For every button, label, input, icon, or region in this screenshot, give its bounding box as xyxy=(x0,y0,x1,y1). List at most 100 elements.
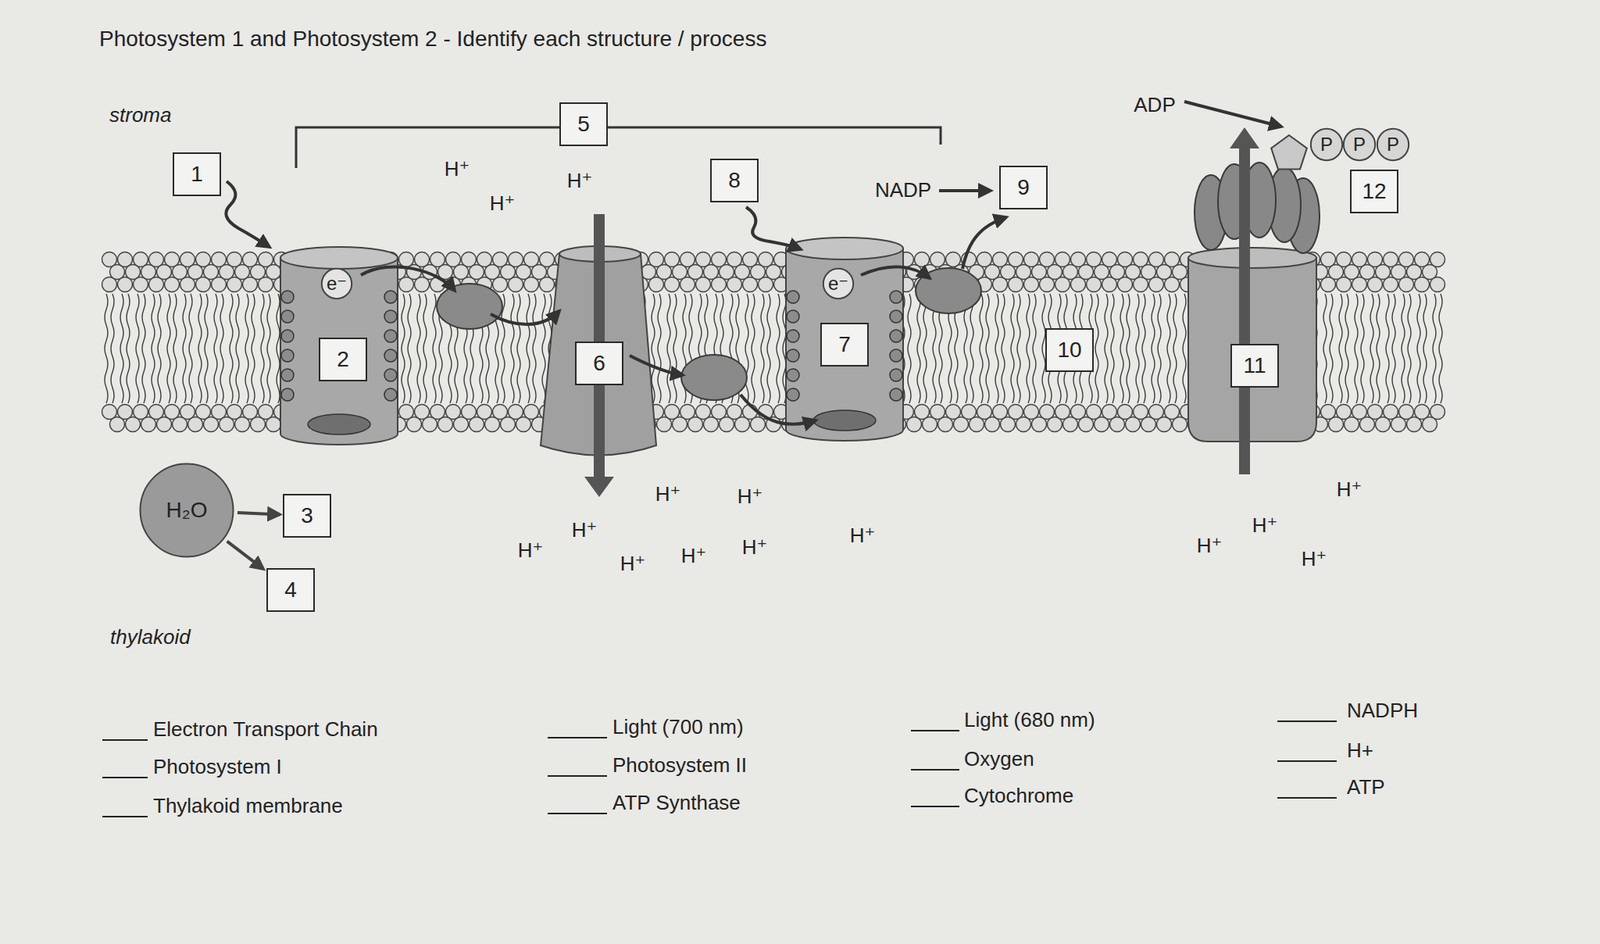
pigment-dot xyxy=(786,310,800,323)
lipid-head xyxy=(1367,277,1383,293)
pigment-dot xyxy=(889,310,903,323)
protein-body xyxy=(1188,257,1317,442)
lipid-tail xyxy=(1385,293,1390,404)
symbol-text: e⁻ xyxy=(326,272,347,295)
lipid-tail xyxy=(1095,293,1099,404)
lipid-tail xyxy=(907,293,911,404)
callout-number: 12 xyxy=(1350,169,1399,214)
symbol-text: e⁻ xyxy=(828,272,849,295)
lipid-head xyxy=(141,417,157,433)
lipid-tail xyxy=(245,293,249,404)
answer-blank xyxy=(910,729,960,732)
lipid-tail xyxy=(517,293,521,404)
answer-blank xyxy=(910,768,960,771)
ion-label: H⁺ xyxy=(1301,546,1328,572)
lipid-tail xyxy=(1345,293,1349,404)
lipid-tail xyxy=(1120,293,1124,404)
lipid-head xyxy=(438,417,454,433)
lipid-tail xyxy=(1126,293,1130,404)
pigment-dot xyxy=(786,368,800,382)
electron-circle: e⁻ xyxy=(321,267,353,300)
lipid-tail xyxy=(267,293,271,404)
lipid-head xyxy=(1407,417,1422,433)
lipid-tail xyxy=(673,293,677,404)
pigment-dot xyxy=(384,368,397,382)
lipid-tail xyxy=(1173,293,1177,404)
lipid-head xyxy=(1336,277,1352,293)
word-bank-term: Photosystem I xyxy=(153,754,283,779)
lipid-head xyxy=(102,277,118,293)
lipid-tail xyxy=(120,293,124,404)
lipid-tail xyxy=(1360,293,1365,404)
lipid-tail xyxy=(745,293,749,404)
answer-blank xyxy=(547,736,608,739)
lipid-head xyxy=(992,277,1008,293)
protein-body xyxy=(280,257,398,445)
lipid-tail xyxy=(220,293,224,404)
lipid-head xyxy=(1360,417,1375,433)
lipid-head xyxy=(1399,277,1415,293)
lipid-head xyxy=(1000,417,1016,433)
callout-text: 8 xyxy=(728,167,741,193)
lipid-tail xyxy=(151,293,155,404)
word-bank-term: Thylakoid membrane xyxy=(153,793,343,818)
ion-label: H⁺ xyxy=(737,484,764,509)
lipid-head xyxy=(680,277,696,293)
callout-number: 6 xyxy=(575,341,624,386)
protein-body xyxy=(785,248,904,441)
lipid-head xyxy=(149,277,165,293)
lipid-head xyxy=(516,417,532,433)
lipid-head xyxy=(1117,277,1133,293)
lipid-head xyxy=(1133,277,1149,293)
pigment-dot xyxy=(281,329,294,343)
lipid-head xyxy=(1086,277,1102,293)
lipid-tail xyxy=(1157,293,1161,404)
lipid-tail xyxy=(1439,293,1443,404)
symbol-text: P xyxy=(1386,133,1400,156)
pigment-dot xyxy=(384,349,397,362)
lipid-tail xyxy=(198,293,202,404)
callout-text: 12 xyxy=(1361,178,1386,204)
callout-text: 11 xyxy=(1242,353,1266,379)
pigment-dot xyxy=(384,310,397,323)
lipid-head xyxy=(742,277,758,293)
lipid-tail xyxy=(917,293,921,404)
word-bank-term: Cytochrome xyxy=(964,783,1074,808)
symbol-text: H₂O xyxy=(166,497,208,523)
lipid-tail xyxy=(104,293,108,404)
lipid-head xyxy=(524,277,540,293)
protein-top xyxy=(785,237,904,260)
lipid-tail xyxy=(167,293,171,404)
answer-blank xyxy=(1277,760,1337,762)
lipid-tail xyxy=(1407,293,1411,404)
callout-number: 7 xyxy=(820,322,869,367)
word-bank-term: Light (680 nm) xyxy=(964,707,1096,733)
lipid-head xyxy=(649,277,665,293)
lipid-head xyxy=(1071,277,1086,293)
lipid-tail xyxy=(1376,293,1380,404)
lipid-head xyxy=(1032,417,1047,433)
lipid-head xyxy=(657,417,672,433)
bracket xyxy=(296,127,941,168)
electron-arrow xyxy=(629,355,683,375)
answer-blank xyxy=(910,805,960,808)
lipid-head xyxy=(485,417,500,433)
lipid-head xyxy=(1047,417,1063,433)
lipid-head xyxy=(422,417,438,433)
lipid-tail xyxy=(1142,293,1146,404)
lipid-tail xyxy=(923,293,927,404)
region-label: thylakoid xyxy=(110,625,191,650)
light-arrow xyxy=(746,207,801,250)
lipid-tail xyxy=(1182,293,1186,404)
ion-label: H⁺ xyxy=(1336,477,1363,502)
lipid-tail xyxy=(526,293,530,404)
lipid-tail xyxy=(235,293,240,404)
electron-arrow xyxy=(740,394,816,425)
lipid-tail xyxy=(1401,293,1405,404)
ion-label: H⁺ xyxy=(655,482,682,507)
callout-number: 2 xyxy=(318,337,368,382)
ion-label: H⁺ xyxy=(850,523,876,548)
lipid-tail xyxy=(1323,293,1327,404)
lipid-head xyxy=(711,277,727,293)
lipid-head xyxy=(399,277,415,293)
